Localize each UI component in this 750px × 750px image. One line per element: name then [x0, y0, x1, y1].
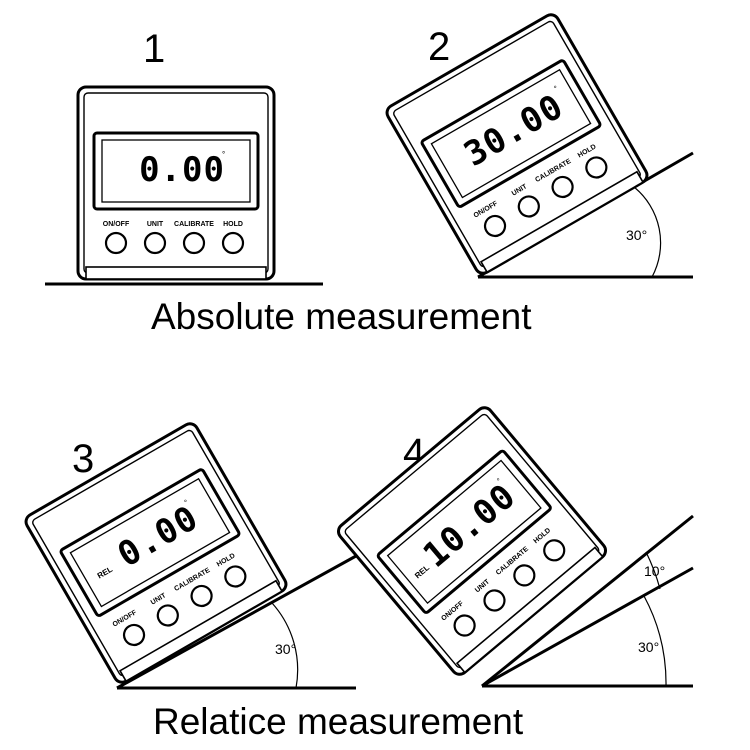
incline-line — [116, 554, 357, 690]
angle-label: 30° — [638, 639, 659, 655]
degree-mark: ° — [552, 84, 559, 93]
button-label-hold: HOLD — [223, 221, 243, 228]
button-label-calibrate: CALIBRATE — [174, 221, 214, 228]
device-1: 1 0.00 ° ON/OFF UNIT CALIBRATE HOLD — [45, 27, 323, 286]
angle-arc-extra — [645, 551, 661, 590]
angle-arc — [271, 602, 299, 689]
degree-mark: ° — [183, 498, 190, 507]
angle-meter: REL 0.00 ° ON/OFF UNIT CALIBRATE HOLD — [21, 419, 291, 687]
section-caption-absolute: Absolute measurement — [151, 296, 532, 337]
section-caption-relative: Relatice measurement — [153, 701, 524, 742]
degree-mark: ° — [495, 476, 503, 485]
angle-meter: REL 10.00 ° ON/OFF UNIT CALIBRATE HOLD — [333, 402, 611, 680]
degree-mark: ° — [222, 150, 225, 159]
incline-line-40 — [481, 514, 694, 688]
device-4: 4 30° 10° REL 10.00 ° ON/OFF UNIT CALIBR… — [333, 402, 694, 688]
button-label-on-off: ON/OFF — [103, 221, 130, 228]
angle-label: 30° — [626, 227, 647, 243]
device-number: 1 — [143, 27, 165, 71]
angle-label-extra: 10° — [644, 563, 665, 579]
lcd-reading: 0.00 — [139, 150, 225, 190]
incline-line-30 — [481, 566, 694, 688]
device-number: 2 — [428, 25, 450, 69]
angle-meter: 30.00 ° ON/OFF UNIT CALIBRATE HOLD — [382, 10, 652, 278]
angle-arc — [643, 595, 667, 687]
angle-meter: 0.00 ° ON/OFF UNIT CALIBRATE HOLD — [76, 85, 276, 281]
angle-arc — [633, 186, 662, 278]
device-3: 3 30° REL 0.00 ° ON/OFF UNIT CALIBRATE H… — [21, 419, 357, 690]
device-number: 3 — [72, 437, 94, 481]
device-2: 2 30° 30.00 ° ON/OFF UNIT CALIBRATE HOLD — [382, 10, 694, 279]
angle-label: 30° — [275, 641, 296, 657]
button-label-unit: UNIT — [147, 221, 164, 228]
